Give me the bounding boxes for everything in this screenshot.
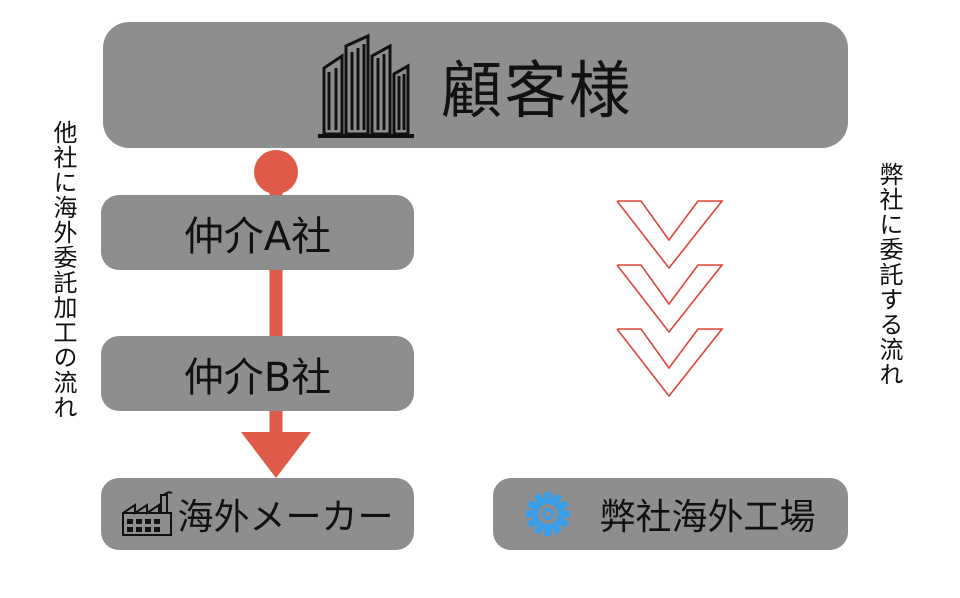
- customer-label: 顧客様: [440, 54, 633, 127]
- factory-icon: [121, 491, 173, 537]
- customer-box: 顧客様: [103, 22, 848, 148]
- own-factory-label: 弊社海外工場: [599, 497, 816, 538]
- chevron-2: [616, 264, 724, 334]
- flow-arrowhead: [241, 432, 311, 478]
- chevron-1: [616, 200, 724, 270]
- agency-a-box: 仲介A社: [101, 195, 414, 270]
- other-company-flow-caption: 他社に海外委託加工の流れ: [49, 120, 77, 420]
- own-factory-box: 弊社海外工場: [493, 478, 848, 550]
- gear-icon: [525, 491, 571, 537]
- overseas-maker-label: 海外メーカー: [177, 497, 394, 538]
- our-company-flow-caption: 弊社に委託する流れ: [875, 162, 903, 387]
- flow-start-dot: [254, 150, 298, 194]
- agency-a-label: 仲介A社: [183, 213, 332, 260]
- chevron-arrows: [616, 200, 724, 398]
- chevron-3: [616, 328, 724, 398]
- agency-b-label: 仲介B社: [183, 354, 332, 401]
- agency-b-box: 仲介B社: [101, 336, 414, 411]
- overseas-maker-box: 海外メーカー: [101, 478, 414, 550]
- office-buildings-icon: [318, 30, 415, 140]
